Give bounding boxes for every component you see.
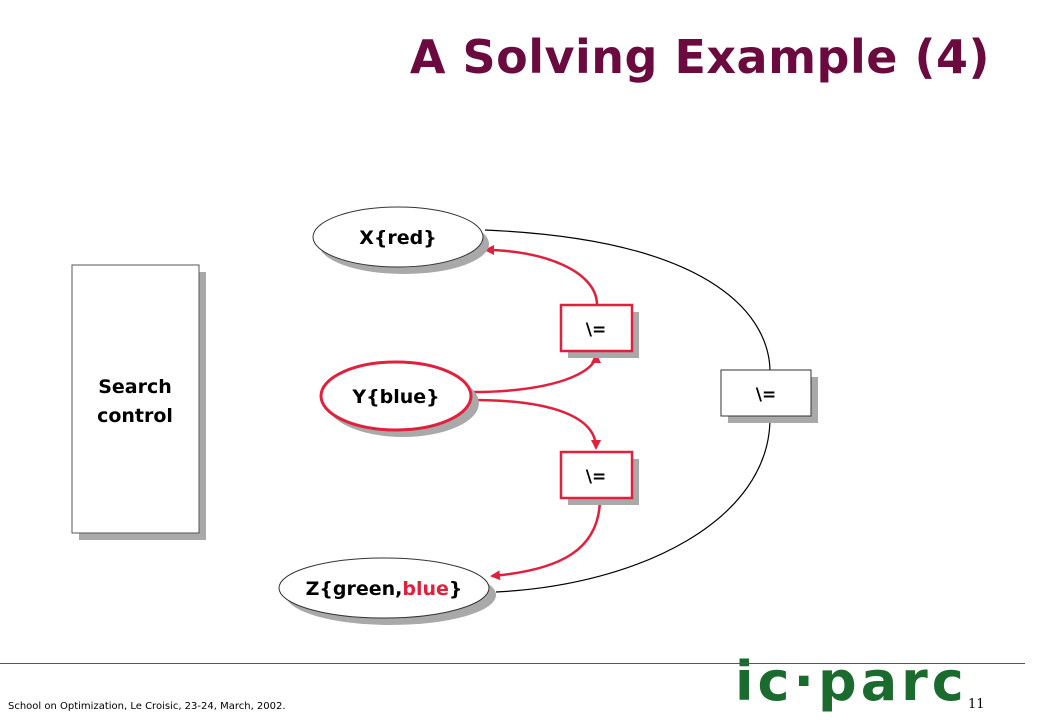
- ic-parc-logo-text: ic·parc: [735, 650, 968, 713]
- search-control-box: Search control: [71, 264, 206, 540]
- constraint-box-xz: \=: [720, 369, 818, 423]
- footer-divider: [0, 663, 1025, 664]
- control-label-line2: control: [97, 405, 173, 427]
- node-x: X{red}: [312, 206, 489, 274]
- xz-constraint-curve: [484, 229, 771, 373]
- ic-parc-logo: ic·parc: [735, 650, 968, 713]
- yz-to-z-arc: [490, 497, 602, 581]
- y-to-yz-arc: [471, 398, 601, 450]
- xz-constraint-curve-lower: [495, 417, 771, 593]
- constraint-xy-label: \=: [586, 320, 606, 340]
- xy-to-x-arc: [484, 245, 599, 306]
- node-y-label: Y{blue}: [351, 386, 439, 408]
- node-z: Z{green,blue}: [278, 557, 496, 625]
- constraint-yz-label: \=: [586, 467, 606, 487]
- y-to-xy-arc: [471, 353, 601, 394]
- node-z-label: Z{green,blue}: [306, 578, 463, 600]
- node-z-domain-active: blue: [402, 578, 449, 600]
- constraint-box-yz: \=: [559, 450, 639, 505]
- page-number: 11: [968, 697, 985, 712]
- slide-title: A Solving Example (4): [409, 30, 990, 84]
- node-y: Y{blue}: [319, 360, 479, 437]
- footer-text: School on Optimization, Le Croisic, 23-2…: [8, 701, 286, 712]
- node-x-label: X{red}: [359, 227, 437, 249]
- node-z-domain-prefix: Z{green,: [306, 578, 403, 600]
- constraint-box-xy: \=: [559, 303, 639, 358]
- search-label-line1: Search: [98, 376, 172, 398]
- constraint-xz-label: \=: [756, 385, 776, 405]
- node-z-domain-suffix: }: [449, 578, 463, 600]
